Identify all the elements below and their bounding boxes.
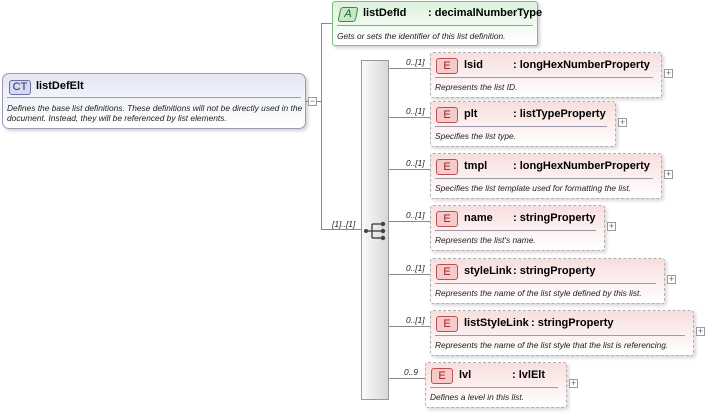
element-cardinality: 0..[1] [406,158,425,168]
connector-to-listStyleLink [389,326,430,327]
expand-icon[interactable]: + [667,274,676,284]
complex-type-description: Defines the base list definitions. These… [7,103,303,123]
connector-to-lsid [389,68,430,69]
connector-to-sequence [321,229,361,230]
complex-type-listdefelt[interactable]: CT listDefElt Defines the base list defi… [2,73,306,129]
element-cardinality: 0..[1] [406,106,425,116]
divider [435,178,653,179]
expand-icon[interactable]: + [664,169,673,179]
element-cardinality: 0..[1] [406,210,425,220]
connector-to-styleLink [389,274,430,275]
element-name: plt [464,108,478,120]
divider [435,77,653,78]
element-badge: E [431,368,453,384]
collapse-icon[interactable]: − [308,96,317,106]
connector-branch-vertical [321,23,322,229]
divider [435,283,656,284]
element-description: Defines a level in this list. [430,392,525,402]
divider [435,126,607,127]
connector-to-tmpl [389,169,430,170]
attribute-description: Gets or sets the identifier of this list… [337,31,506,41]
element-name: listStyleLink [464,317,529,329]
sequence-icon [364,221,386,241]
element-description: Specifies the list type. [435,131,516,141]
expand-icon[interactable]: + [664,68,673,78]
element-description: Represents the list's name. [435,235,536,245]
complex-type-name: listDefElt [36,80,84,92]
connector-to-lvl [389,378,425,379]
element-cardinality: 0..9 [404,367,418,377]
expand-icon[interactable]: + [618,117,627,127]
element-badge: E [436,264,458,280]
sequence-cardinality: [1]..[1] [332,219,356,229]
divider [435,230,596,231]
element-cardinality: 0..[1] [406,57,425,67]
element-name: styleLink [464,265,512,277]
attribute-name: listDefId [363,7,407,19]
expand-icon[interactable]: + [696,326,705,336]
expand-icon[interactable]: + [569,378,578,388]
connector-to-plt [389,117,430,118]
element-type: : stringProperty [513,212,596,224]
connector-to-name [389,221,430,222]
element-badge: E [436,211,458,227]
divider [435,335,685,336]
element-type: : lvlElt [512,369,546,381]
element-cardinality: 0..[1] [406,263,425,273]
element-type: : stringProperty [513,265,596,277]
element-cardinality: 0..[1] [406,315,425,325]
divider [430,387,558,388]
attribute-badge: A [337,7,359,22]
attribute-type: : decimalNumberType [428,7,543,19]
complex-type-badge: CT [9,80,31,95]
element-badge: E [436,58,458,74]
sequence-compositor[interactable] [361,60,389,400]
connector-to-attribute [321,23,332,24]
element-type: : longHexNumberProperty [513,59,650,71]
element-type: : longHexNumberProperty [513,160,650,172]
element-name: lsid [464,59,483,71]
element-badge: E [436,107,458,123]
element-type: : stringProperty [531,317,614,329]
divider [7,97,301,98]
element-badge: E [436,316,458,332]
expand-icon[interactable]: + [607,221,616,231]
element-description: Represents the name of the list style th… [435,340,669,350]
element-name: name [464,212,493,224]
element-description: Represents the name of the list style de… [435,288,642,298]
divider [337,25,533,26]
element-description: Represents the list ID. [435,82,518,92]
attribute-listdefid[interactable]: A listDefId : decimalNumberType Gets or … [332,1,542,46]
element-type: : listTypeProperty [513,108,606,120]
element-description: Specifies the list template used for for… [435,183,631,193]
element-badge: E [436,159,458,175]
element-name: lvl [459,369,472,381]
element-name: tmpl [464,160,488,172]
